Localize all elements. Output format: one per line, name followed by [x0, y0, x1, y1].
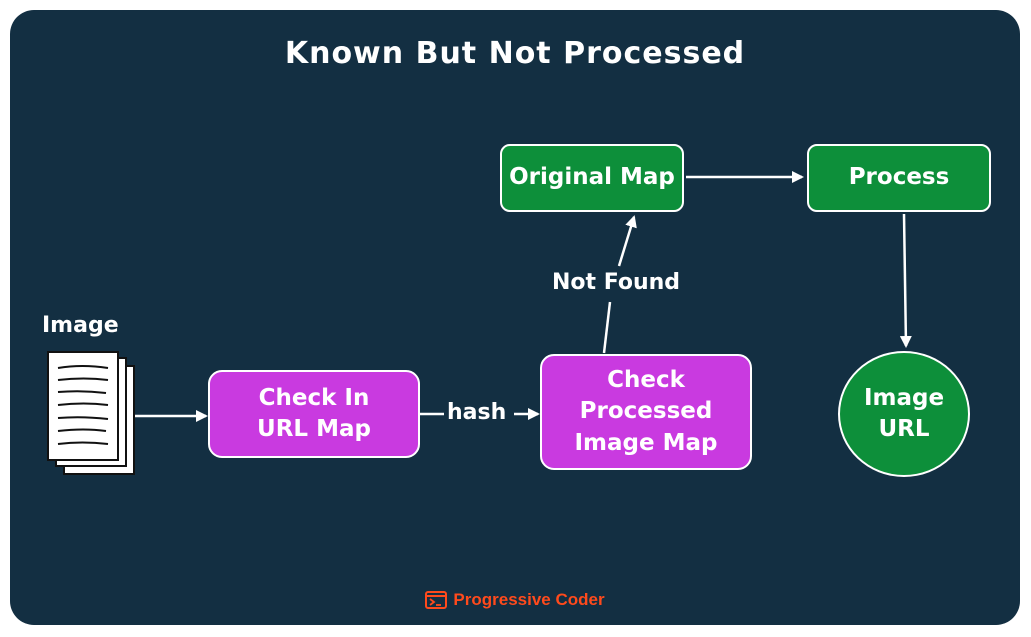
- arrow-not-found-lower: [602, 301, 612, 354]
- brand-footer: Progressive Coder: [10, 590, 1020, 610]
- arrow-not-found-upper: [617, 215, 637, 267]
- check-url-map-node: Check In URL Map: [208, 370, 420, 458]
- edge-label-not-found: Not Found: [552, 270, 681, 295]
- image-url-node: Image URL: [838, 351, 970, 477]
- connector-layer: [134, 171, 912, 422]
- arrow-process-to-image-url: [899, 213, 912, 348]
- document-stack-icon: [47, 351, 135, 475]
- original-map-node: Original Map: [500, 144, 684, 212]
- image-label: Image: [42, 313, 119, 338]
- process-node: Process: [807, 144, 991, 212]
- terminal-window-icon: [425, 591, 448, 609]
- edge-label-hash: hash: [447, 400, 507, 425]
- diagram-canvas: Known But Not Processed Image: [10, 10, 1020, 625]
- diagram-title: Known But Not Processed: [284, 36, 746, 71]
- brand-name[interactable]: Progressive Coder: [453, 590, 605, 609]
- check-processed-image-map-node: Check Processed Image Map: [540, 354, 752, 470]
